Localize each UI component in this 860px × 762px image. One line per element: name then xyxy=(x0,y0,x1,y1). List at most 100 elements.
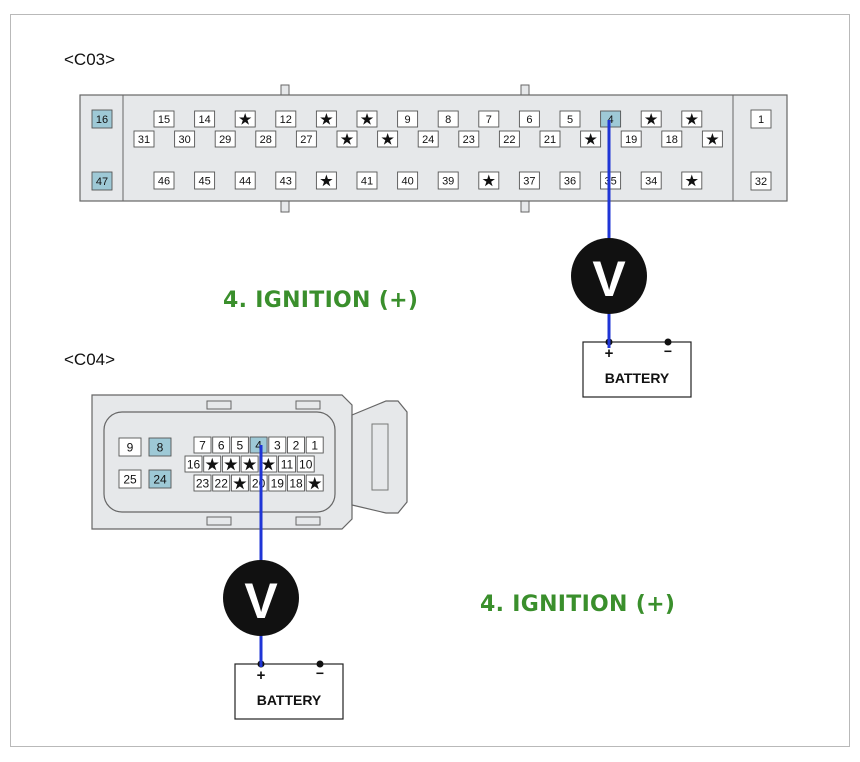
svg-text:★: ★ xyxy=(205,456,219,473)
svg-text:31: 31 xyxy=(138,134,150,146)
pin-8: 8 xyxy=(437,110,459,128)
svg-text:41: 41 xyxy=(361,175,373,187)
pin-unused: ★ xyxy=(315,110,337,128)
voltmeter-c04: V xyxy=(223,560,299,636)
svg-text:★: ★ xyxy=(243,456,257,473)
pin-unused: ★ xyxy=(234,110,256,128)
svg-text:24: 24 xyxy=(153,472,167,486)
pin-8: 8 xyxy=(148,437,172,457)
svg-text:9: 9 xyxy=(127,440,134,454)
svg-text:4: 4 xyxy=(255,438,262,452)
pin-9: 9 xyxy=(118,437,142,457)
battery-minus: − xyxy=(664,343,672,359)
pin-unused: ★ xyxy=(478,171,500,190)
battery-c04: + − BATTERY xyxy=(234,660,344,720)
pin-6: 6 xyxy=(212,436,231,454)
pin-31: 31 xyxy=(133,130,155,148)
svg-text:★: ★ xyxy=(239,111,252,127)
svg-text:★: ★ xyxy=(483,172,496,188)
svg-text:5: 5 xyxy=(237,438,244,452)
svg-text:36: 36 xyxy=(564,175,576,187)
pin-unused: ★ xyxy=(640,110,662,128)
pin-unused: ★ xyxy=(203,455,222,473)
pin-29: 29 xyxy=(214,130,236,148)
svg-text:34: 34 xyxy=(645,175,657,187)
pin-5: 5 xyxy=(230,436,249,454)
pin-unused: ★ xyxy=(230,474,249,492)
pin-unused: ★ xyxy=(221,455,240,473)
pin-36: 36 xyxy=(559,171,581,190)
svg-text:★: ★ xyxy=(320,111,333,127)
svg-text:23: 23 xyxy=(196,476,210,490)
svg-text:39: 39 xyxy=(442,175,454,187)
pin-40: 40 xyxy=(397,171,419,190)
pin-9: 9 xyxy=(397,110,419,128)
pin-16: 16 xyxy=(91,109,113,129)
pin-4: 4 xyxy=(600,110,622,128)
svg-text:12: 12 xyxy=(280,114,292,126)
svg-text:20: 20 xyxy=(252,476,266,490)
pin-5: 5 xyxy=(559,110,581,128)
pin-35: 35 xyxy=(600,171,622,190)
pin-11: 11 xyxy=(278,455,296,473)
svg-text:★: ★ xyxy=(381,131,394,147)
svg-text:29: 29 xyxy=(219,134,231,146)
voltmeter-symbol: V xyxy=(592,251,626,307)
pin-unused: ★ xyxy=(580,130,602,148)
pin-39: 39 xyxy=(437,171,459,190)
voltmeter-symbol: V xyxy=(244,573,278,629)
svg-text:2: 2 xyxy=(293,438,300,452)
svg-text:16: 16 xyxy=(96,114,108,126)
pin-10: 10 xyxy=(296,455,315,473)
svg-text:16: 16 xyxy=(187,457,201,471)
svg-text:6: 6 xyxy=(218,438,225,452)
ignition-label-c03: 4. IGNITION (+) xyxy=(223,288,419,313)
pin-unused: ★ xyxy=(305,474,324,492)
pin-unused: ★ xyxy=(681,110,703,128)
svg-text:★: ★ xyxy=(233,475,247,492)
ignition-label-c04: 4. IGNITION (+) xyxy=(480,592,676,617)
pin-44: 44 xyxy=(234,171,256,190)
pin-4: 4 xyxy=(249,436,268,454)
pin-unused: ★ xyxy=(356,110,378,128)
diagram-frame xyxy=(10,14,850,747)
svg-text:★: ★ xyxy=(361,111,374,127)
pin-19: 19 xyxy=(268,474,287,492)
pin-18: 18 xyxy=(287,474,305,492)
svg-text:4: 4 xyxy=(608,114,614,126)
svg-text:8: 8 xyxy=(445,114,451,126)
pin-21: 21 xyxy=(539,130,561,148)
svg-text:★: ★ xyxy=(320,172,333,188)
svg-text:30: 30 xyxy=(178,134,190,146)
battery-c03: + − BATTERY xyxy=(582,338,692,398)
battery-minus: − xyxy=(316,665,324,681)
svg-text:14: 14 xyxy=(198,114,210,126)
svg-text:37: 37 xyxy=(523,175,535,187)
pin-unused: ★ xyxy=(259,455,278,473)
svg-text:★: ★ xyxy=(706,131,719,147)
pin-unused: ★ xyxy=(681,171,703,190)
svg-text:11: 11 xyxy=(281,457,294,471)
pin-1: 1 xyxy=(750,109,772,129)
svg-text:8: 8 xyxy=(157,440,164,454)
c04-title: <C04> xyxy=(64,350,116,369)
pin-46: 46 xyxy=(153,171,175,190)
svg-text:18: 18 xyxy=(666,134,678,146)
pin-15: 15 xyxy=(153,110,175,128)
pin-1: 1 xyxy=(305,436,324,454)
voltmeter-c03: V xyxy=(571,238,647,314)
svg-text:22: 22 xyxy=(215,476,229,490)
pin-24: 24 xyxy=(148,469,172,489)
pin-32: 32 xyxy=(750,171,772,191)
pin-27: 27 xyxy=(295,130,317,148)
svg-text:3: 3 xyxy=(274,438,281,452)
pin-7: 7 xyxy=(193,436,212,454)
svg-text:18: 18 xyxy=(289,476,303,490)
svg-text:23: 23 xyxy=(463,134,475,146)
pin-22: 22 xyxy=(498,130,520,148)
pin-25: 25 xyxy=(118,469,142,489)
svg-text:35: 35 xyxy=(604,175,616,187)
pin-7: 7 xyxy=(478,110,500,128)
